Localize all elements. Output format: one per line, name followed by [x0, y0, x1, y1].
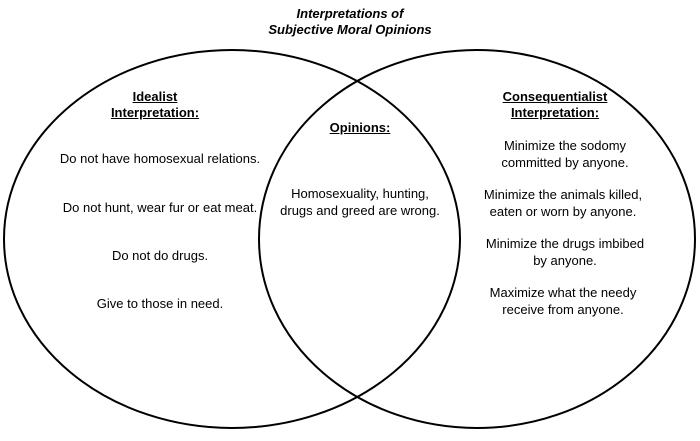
consequentialist-circle	[258, 49, 696, 429]
opinions-text: Homosexuality, hunting, drugs and greed …	[280, 186, 440, 218]
idealist-item-1: Do not have homosexual relations.	[59, 151, 261, 166]
idealist-heading-line2: Interpretation:	[110, 105, 200, 120]
consequentialist-heading-line2: Interpretation:	[510, 105, 600, 120]
idealist-item-3: Do not do drugs.	[111, 248, 209, 263]
consequentialist-item-4: Maximize what the needy receive from any…	[489, 285, 637, 317]
idealist-item-2: Do not hunt, wear fur or eat meat.	[62, 200, 258, 215]
consequentialist-item-3: Minimize the drugs imbibed by anyone.	[485, 236, 645, 268]
consequentialist-item-2: Minimize the animals killed, eaten or wo…	[483, 187, 643, 219]
consequentialist-item-1: Minimize the sodomy committed by anyone.	[501, 138, 629, 170]
consequentialist-heading-line1: Consequentialist	[502, 89, 608, 104]
diagram-title-line1: Interpretations of	[296, 6, 404, 21]
opinions-heading: Opinions:	[329, 120, 391, 135]
idealist-item-4: Give to those in need.	[96, 296, 224, 311]
diagram-title-line2: Subjective Moral Opinions	[268, 22, 432, 37]
idealist-circle	[3, 49, 461, 429]
idealist-heading-line1: Idealist	[132, 89, 178, 104]
